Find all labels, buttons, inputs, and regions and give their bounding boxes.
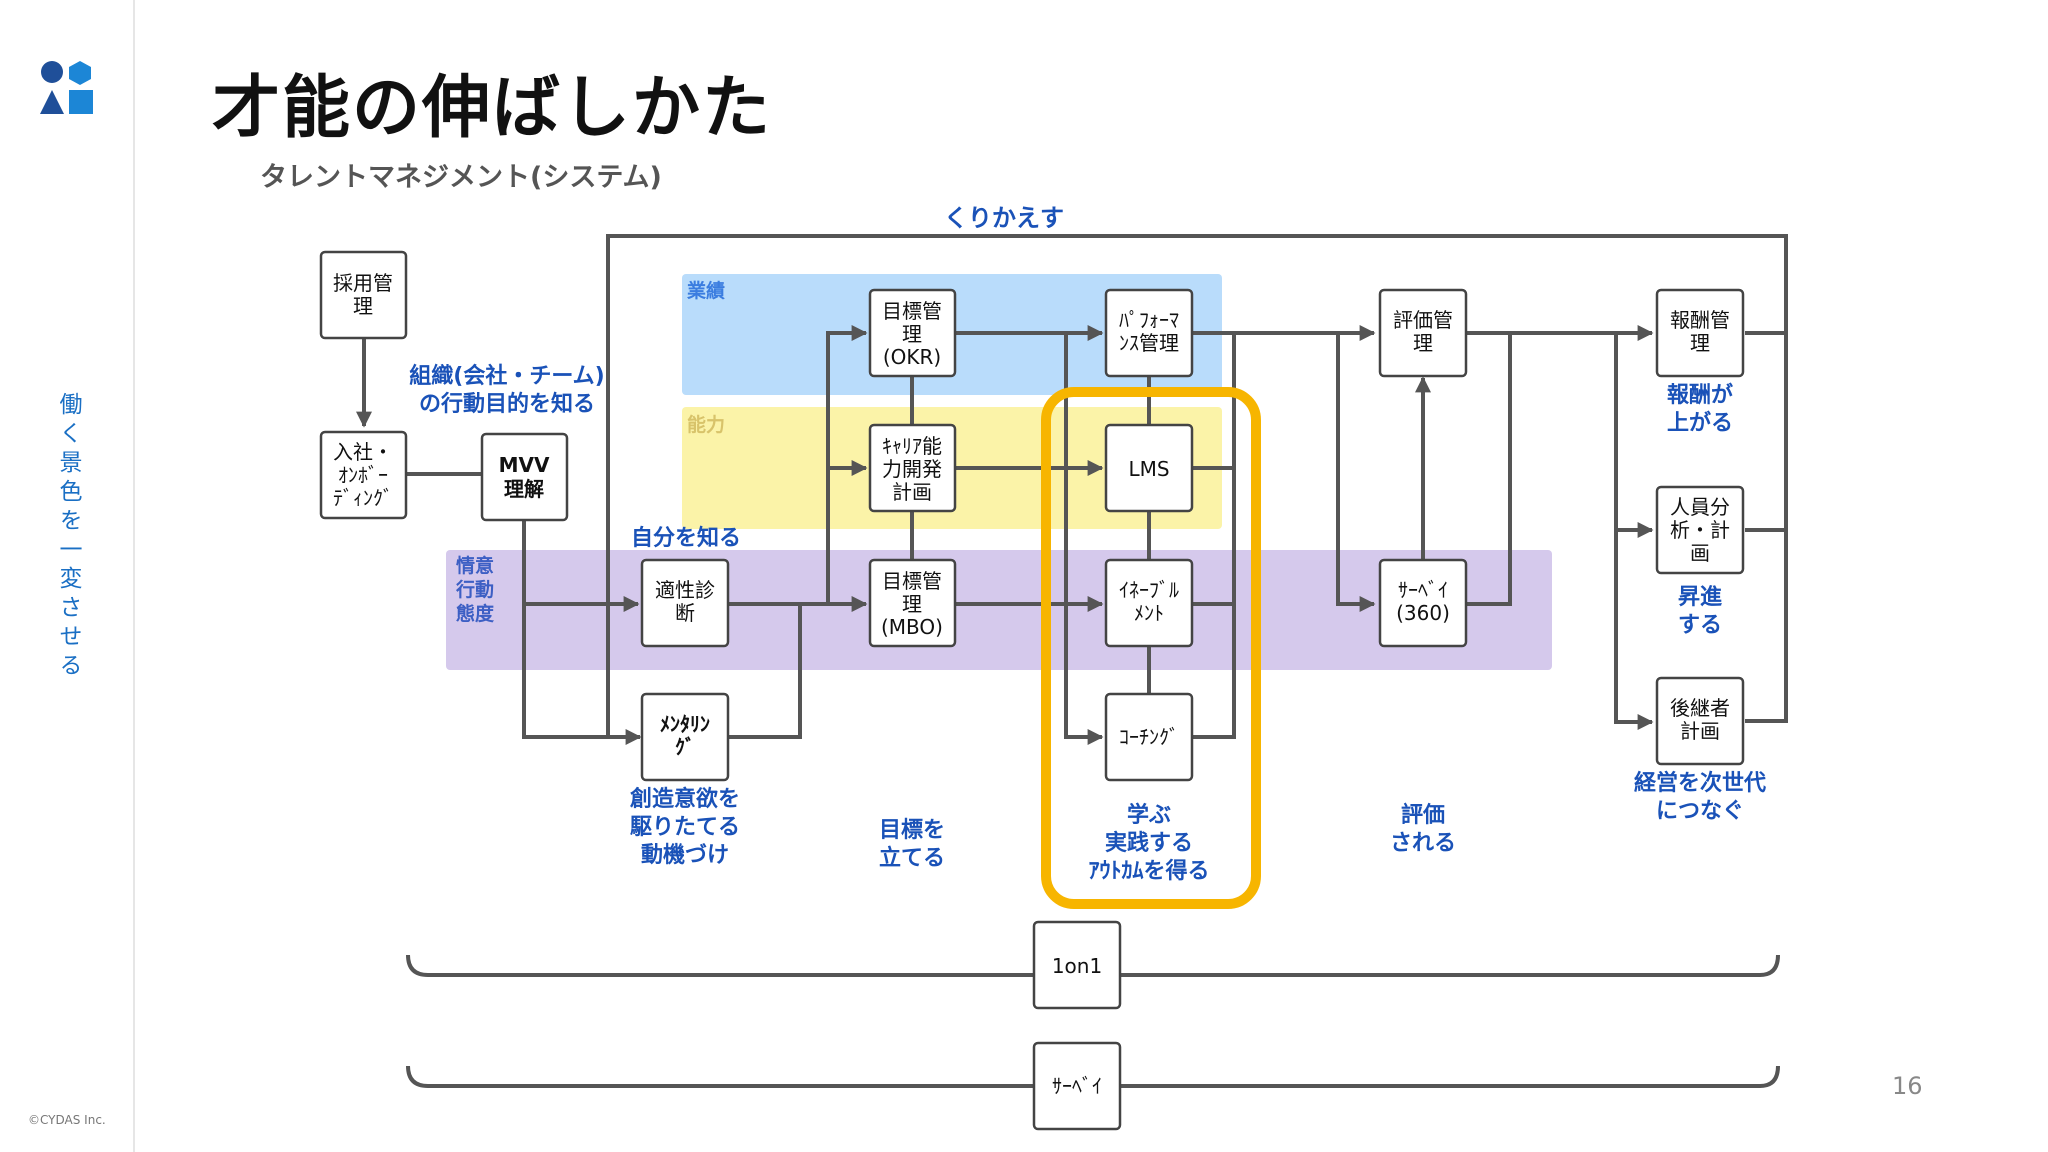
label-next-gen: 経営を次世代につなぐ	[1634, 770, 1766, 824]
sidebar: 働く景色を一変させる ©CYDAS Inc.	[0, 0, 135, 1152]
label-evaluated: 評価される	[1390, 802, 1456, 856]
repeat-label: くりかえす	[944, 204, 1064, 232]
label-org-purpose: 組織(会社・チーム)の行動目的を知る	[409, 363, 604, 417]
box-succession: 後継者計画	[1655, 676, 1745, 766]
svg-text:ﾒﾝﾀﾘﾝｸﾞ: ﾒﾝﾀﾘﾝｸﾞ	[660, 712, 710, 759]
learning-highlight-frame	[1041, 387, 1261, 909]
band-ability-label: 能力	[687, 413, 725, 436]
svg-text:入社・ｵﾝﾎﾞｰﾃﾞｨﾝｸﾞ: 入社・ｵﾝﾎﾞｰﾃﾞｨﾝｸﾞ	[333, 440, 393, 510]
label-set-goals: 目標を立てる	[879, 818, 945, 871]
svg-text:ﾊﾟﾌｫｰﾏﾝｽ管理: ﾊﾟﾌｫｰﾏﾝｽ管理	[1119, 308, 1179, 355]
page-number: 16	[1892, 1072, 1923, 1100]
label-learn: 学ぶ実践するｱｳﾄｶﾑを得る	[1088, 802, 1209, 884]
svg-text:採用管理: 採用管理	[333, 271, 393, 318]
box-aptitude: 適性診断	[640, 558, 730, 648]
diagram-subtitle: タレントマネジメント(システム)	[260, 162, 662, 193]
svg-text:後継者計画: 後継者計画	[1670, 696, 1730, 743]
box-staffing: 人員分析・計画	[1655, 485, 1745, 575]
box-mbo: 目標管理(MBO)	[868, 558, 957, 648]
svg-text:ｺｰﾁﾝｸﾞ: ｺｰﾁﾝｸﾞ	[1119, 725, 1179, 749]
box-coaching: ｺｰﾁﾝｸﾞ	[1104, 692, 1194, 782]
svg-text:ｷｬﾘｱ能力開発計画: ｷｬﾘｱ能力開発計画	[882, 434, 942, 504]
svg-text:目標管理(MBO): 目標管理(MBO)	[881, 569, 943, 639]
box-evaluation: 評価管理	[1378, 288, 1468, 378]
box-reward: 報酬管理	[1655, 288, 1745, 378]
box-survey: ｻｰﾍﾞｲ	[1032, 1041, 1122, 1131]
box-okr: 目標管理(OKR)	[868, 288, 957, 378]
page-title: 才能の伸ばしかた	[212, 69, 773, 148]
label-motivate: 創造意欲を駆りたてる動機づけ	[630, 786, 740, 868]
box-career: ｷｬﾘｱ能力開発計画	[868, 423, 957, 513]
svg-text:ｲﾈｰﾌﾞﾙﾒﾝﾄ: ｲﾈｰﾌﾞﾙﾒﾝﾄ	[1119, 578, 1179, 625]
svg-text:1on1: 1on1	[1052, 954, 1102, 978]
svg-text:LMS: LMS	[1128, 457, 1169, 481]
cydas-logo-icon	[40, 60, 96, 120]
box-1on1: 1on1	[1032, 920, 1122, 1010]
flow-lines	[356, 325, 1786, 745]
svg-text:目標管理(OKR): 目標管理(OKR)	[882, 299, 942, 369]
label-promote: 昇進する	[1678, 585, 1722, 638]
sidebar-tagline: 働く景色を一変させる	[55, 392, 81, 682]
box-mentoring: ﾒﾝﾀﾘﾝｸﾞ	[640, 692, 730, 782]
svg-text:報酬管理: 報酬管理	[1670, 308, 1730, 355]
box-performance-management: ﾊﾟﾌｫｰﾏﾝｽ管理	[1104, 288, 1194, 378]
box-onboarding: 入社・ｵﾝﾎﾞｰﾃﾞｨﾝｸﾞ	[319, 430, 408, 520]
svg-text:評価管理: 評価管理	[1393, 308, 1453, 355]
box-recruit: 採用管理	[319, 250, 408, 340]
box-survey-360: ｻｰﾍﾞｲ(360)	[1378, 558, 1468, 648]
label-pay-up: 報酬が上がる	[1667, 382, 1733, 436]
svg-text:適性診断: 適性診断	[655, 578, 715, 625]
band-performance-label: 業績	[686, 279, 725, 302]
band-attitude-label: 情意 行動 態度	[455, 554, 501, 625]
label-know-self: 自分を知る	[631, 525, 741, 551]
box-lms: LMS	[1104, 423, 1194, 513]
svg-text:ｻｰﾍﾞｲ: ｻｰﾍﾞｲ	[1052, 1074, 1102, 1098]
copyright: ©CYDAS Inc.	[28, 1113, 106, 1127]
svg-text:ｻｰﾍﾞｲ(360): ｻｰﾍﾞｲ(360)	[1396, 578, 1450, 625]
box-enablement: ｲﾈｰﾌﾞﾙﾒﾝﾄ	[1104, 558, 1194, 648]
svg-text:人員分析・計画: 人員分析・計画	[1670, 495, 1730, 565]
repeat-loop-line	[606, 234, 1788, 737]
